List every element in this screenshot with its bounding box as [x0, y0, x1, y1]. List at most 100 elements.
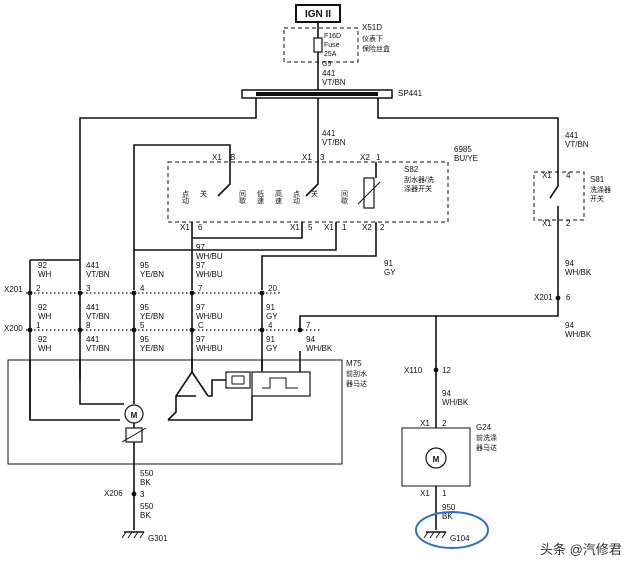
svg-text:WH/BU: WH/BU	[196, 252, 223, 261]
fusebox-name-2: 保险丝盒	[362, 44, 390, 53]
x206-label: X206	[104, 489, 123, 498]
svg-text:3: 3	[320, 153, 325, 162]
svg-text:1: 1	[342, 223, 347, 232]
g24-motor	[425, 447, 447, 469]
s82-id: S82	[404, 165, 419, 174]
m75-id: M75	[346, 359, 362, 368]
svg-text:WH: WH	[38, 312, 52, 321]
svg-text:91: 91	[266, 303, 275, 312]
svg-text:M: M	[131, 411, 138, 420]
svg-text:94: 94	[442, 389, 451, 398]
x200-pins	[27, 327, 303, 333]
svg-text:95: 95	[140, 261, 149, 270]
svg-text:X1: X1	[180, 223, 190, 232]
svg-text:B: B	[230, 153, 235, 162]
svg-text:91: 91	[384, 259, 393, 268]
svg-text:WH: WH	[38, 270, 52, 279]
svg-text:YE/BN: YE/BN	[140, 344, 164, 353]
svg-text:441: 441	[322, 129, 336, 138]
svg-text:X1: X1	[542, 171, 552, 180]
svg-text:94: 94	[565, 259, 574, 268]
svg-text:97: 97	[196, 243, 205, 252]
svg-text:92: 92	[38, 261, 47, 270]
ign-label: IGN II	[305, 9, 331, 20]
s82-outline	[167, 161, 449, 223]
svg-text:20: 20	[268, 284, 277, 293]
svg-text:92: 92	[38, 303, 47, 312]
svg-text:441: 441	[86, 303, 100, 312]
svg-text:间歇: 间歇	[341, 190, 349, 205]
svg-text:WH/BU: WH/BU	[196, 312, 223, 321]
svg-text:8: 8	[86, 321, 91, 330]
svg-text:6: 6	[566, 293, 571, 302]
svg-text:WH/BK: WH/BK	[306, 344, 333, 353]
svg-text:2: 2	[442, 419, 447, 428]
svg-text:2: 2	[566, 219, 571, 228]
s82-label-2: 涤器开关	[404, 184, 432, 193]
s82-label-1: 刮水器/洗	[404, 175, 434, 184]
svg-text:3: 3	[86, 284, 91, 293]
s81-outline	[533, 171, 585, 221]
svg-text:X1: X1	[302, 153, 312, 162]
svg-text:低速: 低速	[257, 189, 265, 205]
svg-text:间歇: 间歇	[239, 190, 247, 205]
svg-text:2: 2	[36, 284, 41, 293]
fuse-type: Fuse	[324, 42, 340, 49]
svg-text:X2: X2	[360, 153, 370, 162]
fusebox-name-1: 仪表下	[362, 34, 383, 43]
fuse-rating: 25A	[324, 51, 337, 58]
svg-text:4: 4	[268, 321, 273, 330]
svg-text:关: 关	[200, 189, 208, 198]
g24-label-2: 器马达	[476, 443, 497, 452]
svg-text:BK: BK	[140, 511, 151, 520]
feed-color: VT/BN	[322, 78, 346, 87]
svg-text:550: 550	[140, 469, 154, 478]
svg-text:WH: WH	[38, 344, 52, 353]
s81-label-2: 开关	[590, 194, 604, 203]
svg-text:点动: 点动	[182, 190, 190, 205]
svg-text:点动: 点动	[293, 190, 301, 205]
svg-text:高速: 高速	[275, 189, 283, 205]
x200-label: X200	[4, 324, 23, 333]
svg-text:550: 550	[140, 502, 154, 511]
svg-text:91: 91	[266, 335, 275, 344]
ground-g104: G104	[423, 531, 470, 543]
svg-text:WH/BK: WH/BK	[442, 398, 469, 407]
svg-text:441: 441	[86, 261, 100, 270]
svg-text:BK: BK	[140, 478, 151, 487]
m75-label-1: 前刮水	[346, 369, 367, 378]
svg-text:1: 1	[376, 153, 381, 162]
s81-label-1: 洗涤器	[590, 185, 611, 194]
fuse-id: F16D	[324, 33, 341, 40]
svg-text:GY: GY	[266, 312, 278, 321]
svg-text:95: 95	[140, 335, 149, 344]
svg-text:12: 12	[442, 366, 451, 375]
svg-text:X1: X1	[420, 419, 430, 428]
svg-text:关: 关	[311, 189, 319, 198]
ground-g301: G301	[121, 531, 168, 543]
fuse-symbol	[313, 37, 323, 53]
svg-text:X1: X1	[324, 223, 334, 232]
svg-text:6: 6	[198, 223, 203, 232]
svg-text:G104: G104	[450, 534, 470, 543]
svg-text:X1: X1	[542, 219, 552, 228]
x110-label: X110	[404, 366, 423, 375]
x201-label: X201	[4, 285, 23, 294]
svg-text:GY: GY	[266, 344, 278, 353]
fusebox-outline	[283, 27, 359, 63]
m75-box	[7, 359, 343, 465]
svg-text:3: 3	[140, 490, 145, 499]
svg-text:X1: X1	[212, 153, 222, 162]
m75-relay	[225, 371, 251, 389]
svg-text:VT/BN: VT/BN	[86, 344, 110, 353]
svg-text:950: 950	[442, 503, 456, 512]
svg-text:C: C	[198, 321, 204, 330]
svg-text:VT/BN: VT/BN	[86, 312, 110, 321]
svg-text:VT/BN: VT/BN	[322, 138, 346, 147]
svg-text:WH/BK: WH/BK	[565, 268, 592, 277]
svg-text:94: 94	[565, 321, 574, 330]
svg-text:94: 94	[306, 335, 315, 344]
svg-text:441: 441	[565, 131, 579, 140]
watermark: 头条 @汽修君	[540, 542, 622, 557]
svg-text:97: 97	[196, 335, 205, 344]
